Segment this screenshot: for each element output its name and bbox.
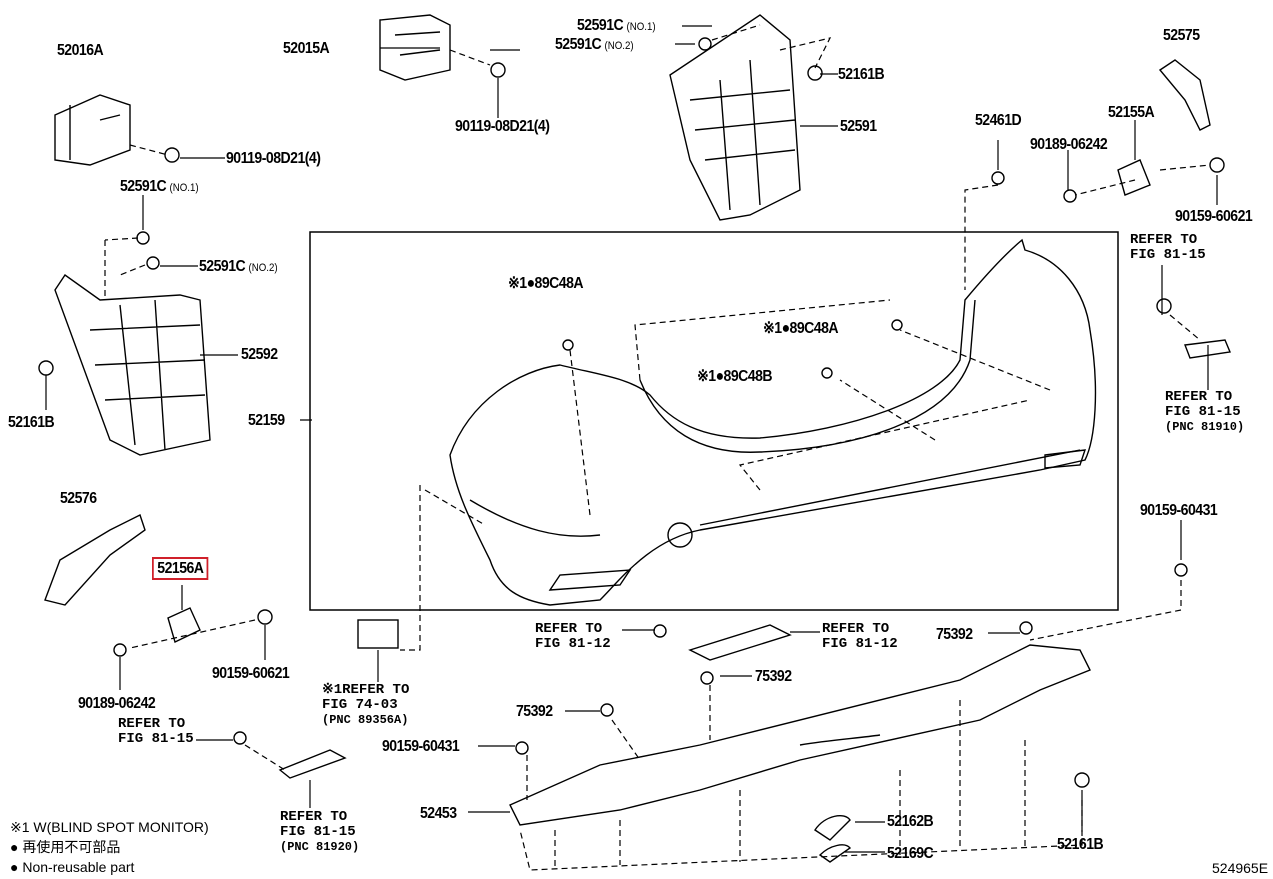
- bracket-52015A-drawing: [379, 14, 451, 81]
- bracket-52576-drawing: [44, 514, 146, 606]
- label-52461D: 52461D: [975, 112, 1022, 129]
- bumper-cover-drawing: [449, 238, 1097, 606]
- label-52162B: 52162B: [887, 813, 934, 830]
- label-75392-c: 75392: [516, 703, 553, 720]
- label-89C48A-2: ※1●89C48A: [763, 320, 839, 337]
- label-52591C-no1-left: 52591C (NO.1): [120, 178, 199, 195]
- leader-lines: [45, 25, 1218, 853]
- label-52161B-top: 52161B: [838, 66, 885, 83]
- label-52453: 52453: [420, 805, 457, 822]
- label-52156A-highlighted: 52156A: [152, 557, 209, 580]
- label-52591: 52591: [840, 118, 877, 135]
- bumper-group-frame: [309, 231, 1119, 611]
- fastener-icons: [38, 37, 1225, 788]
- label-90159-60431-right: 90159-60431: [1140, 502, 1218, 519]
- label-52169C: 52169C: [887, 845, 934, 862]
- label-89C48A-1: ※1●89C48A: [508, 275, 584, 292]
- label-52159: 52159: [248, 412, 285, 429]
- label-90119-left: 90119-08D21(4): [226, 150, 321, 167]
- bracket-52575-drawing: [1158, 59, 1211, 131]
- label-52591C-no2-left: 52591C (NO.2): [199, 258, 278, 275]
- liner-52592-drawing: [54, 274, 211, 456]
- label-52155A: 52155A: [1108, 104, 1155, 121]
- label-90159-60621-left: 90159-60621: [212, 665, 290, 682]
- label-52016A: 52016A: [57, 42, 104, 59]
- label-52575: 52575: [1163, 27, 1200, 44]
- liner-52591-drawing: [669, 14, 801, 221]
- label-52591C-no2-top: 52591C (NO.2): [555, 36, 634, 53]
- label-89C48B: ※1●89C48B: [697, 368, 773, 385]
- label-52592: 52592: [241, 346, 278, 363]
- lower-spoiler-52453-drawing: [509, 644, 1091, 826]
- label-52161B-bottom: 52161B: [1057, 836, 1104, 853]
- dashed-lines: [104, 24, 1211, 871]
- label-52015A: 52015A: [283, 40, 330, 57]
- label-52161B-left: 52161B: [8, 414, 55, 431]
- label-90159-60431-left: 90159-60431: [382, 738, 460, 755]
- legend-non-reusable-jp: ● 再使用不可部品: [10, 839, 121, 855]
- bracket-52016A-drawing: [54, 94, 131, 166]
- label-90159-60621-right: 90159-60621: [1175, 208, 1253, 225]
- legend: ※1 W(BLIND SPOT MONITOR) ● 再使用不可部品 ● Non…: [10, 817, 209, 877]
- illustration-code: 524965E: [1212, 860, 1269, 876]
- label-90189-left: 90189-06242: [78, 695, 156, 712]
- label-75392-b: 75392: [755, 668, 792, 685]
- legend-non-reusable-en: ● Non-reusable part: [10, 859, 135, 875]
- bracket-52156A-drawing: [167, 607, 201, 643]
- label-90119-mid: 90119-08D21(4): [455, 118, 550, 135]
- label-75392-a: 75392: [936, 626, 973, 643]
- label-52576: 52576: [60, 490, 97, 507]
- label-52591C-no1-top: 52591C (NO.1): [577, 17, 656, 34]
- label-90189-right: 90189-06242: [1030, 136, 1108, 153]
- legend-blind-spot: ※1 W(BLIND SPOT MONITOR): [10, 819, 209, 835]
